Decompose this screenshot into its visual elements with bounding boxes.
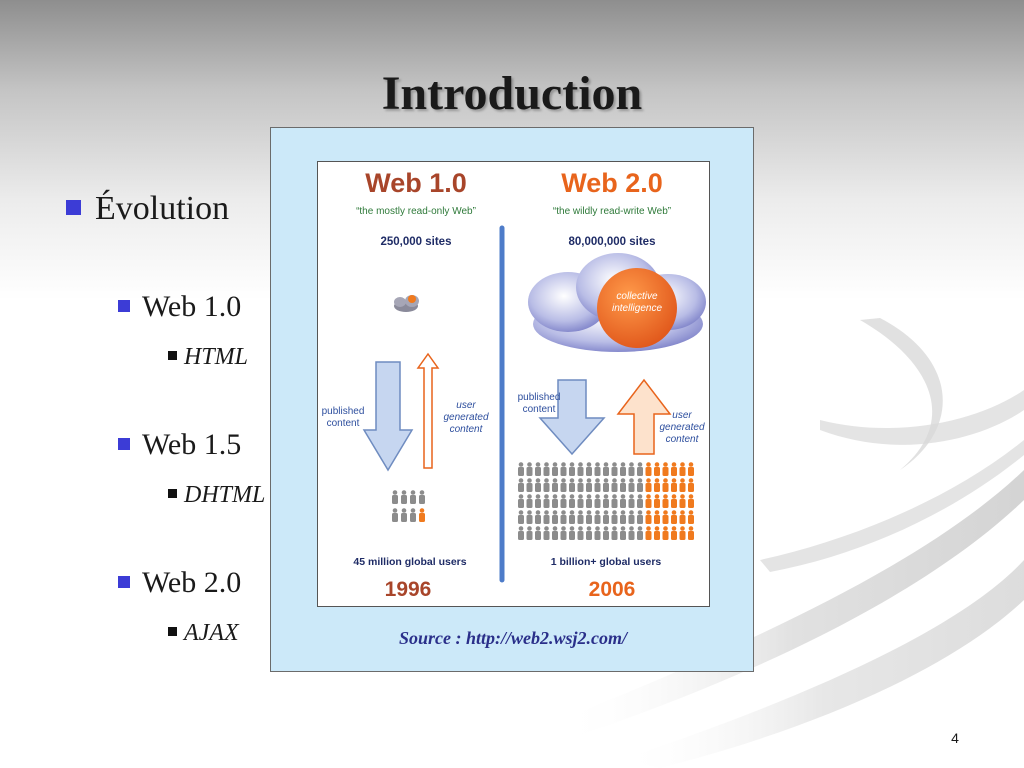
bullet-evolution: Évolution [66,190,229,228]
bullet-text: AJAX [184,620,239,646]
web2-published-down-arrow [538,379,606,456]
bullet-square-icon [118,576,130,589]
bullet-square-icon [118,438,130,451]
web2-user-up-arrow [616,378,672,455]
web2-sites: 80,000,000 sites [568,236,656,248]
web2-user-generated-label: user generated content [659,410,705,445]
bullet-web20: Web 2.0 [118,566,241,600]
bullet-square-icon [168,626,177,636]
web2-users-people-icon [518,462,694,540]
bullet-web15: Web 1.5 [118,428,241,462]
web-comparison-figure: Web 1.0 “the mostly read-only Web” 250,0… [270,127,754,672]
sub-bullet-ajax: AJAX [168,620,239,647]
bullet-text: Web 2.0 [142,566,242,599]
bullet-text: Web 1.5 [142,428,242,461]
bullet-text: Web 1.0 [142,290,242,323]
web2-year: 2006 [588,578,636,601]
web1-published-label: published content [321,406,365,429]
collective-intelligence-ball [597,268,677,348]
bullet-text: Évolution [95,190,230,227]
bullet-text: DHTML [184,482,266,508]
small-cloud-icon [394,295,419,312]
bullet-square-icon [66,199,81,215]
web-comparison-diagram: Web 1.0 “the mostly read-only Web” 250,0… [317,161,710,607]
web2-heading: Web 2.0 [561,168,663,198]
web1-user-generated-label: user generated content [443,400,489,435]
web1-published-down-arrow [362,361,414,472]
web2-tagline: “the wildly read-write Web” [552,206,672,217]
web1-users-people-icon [392,490,425,522]
bullet-web10: Web 1.0 [118,290,241,324]
web1-heading: Web 1.0 [365,168,467,198]
big-cloud-icon [528,253,706,352]
bullet-square-icon [168,488,177,498]
bullet-text: HTML [184,344,249,370]
web1-sites: 250,000 sites [380,236,452,248]
bullet-square-icon [168,350,177,360]
figure-source: Source : http://web2.wsj2.com/ [398,628,627,648]
bullet-square-icon [118,300,130,313]
slide-title: Introduction [381,67,643,120]
web2-users: 1 billion+ global users [550,556,662,568]
web1-year: 1996 [384,578,432,601]
web1-user-up-arrow [416,352,440,469]
web1-users: 45 million global users [353,556,467,568]
web2-published-label: published content [517,392,561,415]
sub-bullet-html: HTML [168,344,248,371]
sub-bullet-dhtml: DHTML [168,482,265,509]
page-number: 4 [951,730,959,746]
web1-tagline: “the mostly read-only Web” [356,206,476,217]
diagram-graphics [362,225,706,583]
collective-intelligence-label: collective intelligence [611,291,663,314]
